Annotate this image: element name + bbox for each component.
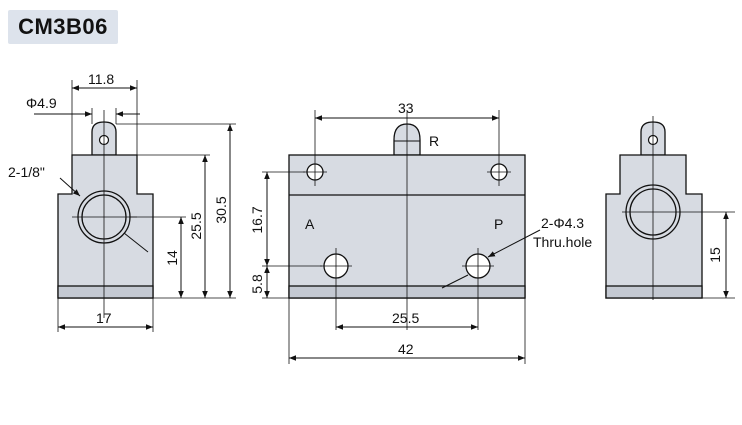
- right-base-stripe: [605, 285, 703, 299]
- left-dim-30-5: 30.5: [213, 196, 229, 223]
- page-title: CM3B06: [18, 14, 108, 39]
- left-dim-25-5: 25.5: [188, 212, 204, 239]
- front-hole-note: Thru.hole: [533, 234, 592, 250]
- front-dim-5-8: 5.8: [249, 274, 265, 294]
- front-view: R A P 33 16.7 5.8 2-Φ4.3 Thru.hole 25.5 …: [249, 100, 592, 364]
- port-label-r: R: [429, 133, 439, 149]
- left-dim-11-8: 11.8: [88, 71, 114, 87]
- title-box: CM3B06: [8, 10, 118, 44]
- front-hole-spec: 2-Φ4.3: [541, 215, 584, 231]
- left-dim-phi-4-9: Φ4.9: [26, 95, 57, 111]
- left-dim-14: 14: [164, 250, 180, 266]
- left-thread-label: 2-1/8": [8, 164, 45, 180]
- front-dim-25-5: 25.5: [392, 310, 419, 326]
- port-label-a: A: [305, 216, 315, 232]
- right-side-view: 15: [605, 116, 735, 300]
- front-dim-16-7: 16.7: [249, 206, 265, 233]
- left-dim-17: 17: [96, 310, 112, 326]
- port-label-p: P: [494, 216, 503, 232]
- left-side-view: 2-1/8" 11.8 Φ4.9 30.5 25.5 14 17: [8, 71, 236, 332]
- right-dim-15: 15: [707, 247, 723, 263]
- front-dim-42: 42: [398, 341, 414, 357]
- left-base-stripe: [57, 285, 154, 299]
- front-dim-33: 33: [398, 100, 414, 116]
